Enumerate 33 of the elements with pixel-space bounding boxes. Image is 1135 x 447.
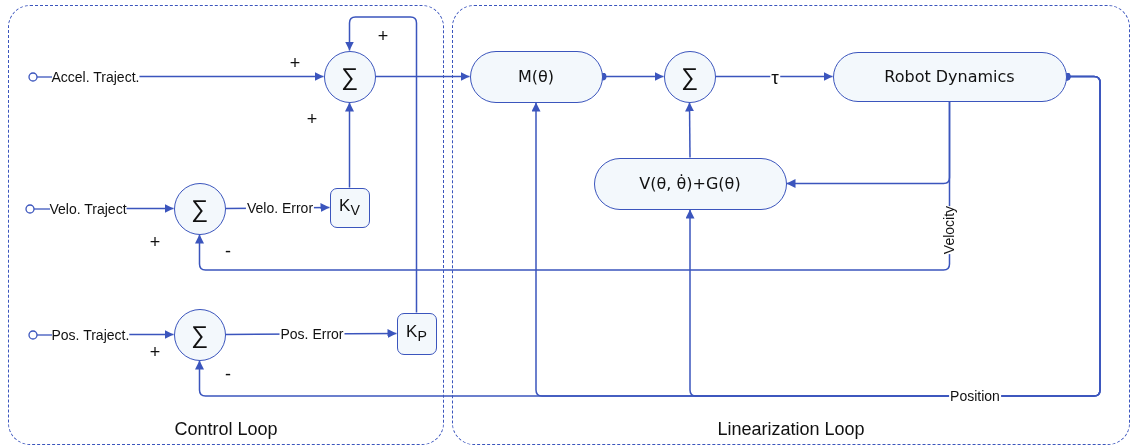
sign-label: + (149, 343, 161, 361)
edge-label: Velocity (941, 205, 959, 255)
summing-junction: ∑ (173, 182, 226, 235)
summing-junction: ∑ (663, 50, 716, 103)
process-block: M(θ) (469, 50, 603, 103)
arrow (195, 72, 1101, 397)
sign-label: - (225, 365, 231, 383)
arrow (125, 204, 175, 213)
sign-label: - (225, 242, 231, 260)
arrow (714, 72, 834, 81)
group-title: Control Loop (173, 419, 279, 440)
sign-label: + (306, 110, 318, 128)
summing-junction: ∑ (323, 50, 376, 103)
group-title: Linearization Loop (716, 419, 866, 440)
sign-label: + (149, 233, 161, 251)
input-label: Velo. Traject (49, 198, 127, 219)
input-label: Accel. Traject. (51, 66, 140, 87)
arrow (195, 100, 951, 271)
arrow (128, 330, 175, 339)
sign-label: + (289, 54, 301, 72)
gain-block: K$_{P}$ (396, 312, 437, 355)
arrow (345, 16, 418, 314)
summing-junction: ∑ (173, 308, 226, 361)
process-block: Robot Dynamics (832, 51, 1067, 102)
sign-label: + (377, 27, 389, 45)
process-block: V(θ, θ̇)+G(θ) (593, 157, 787, 210)
arrow (138, 72, 325, 81)
dashed-loop-frame (452, 5, 1130, 445)
arrow (685, 101, 695, 159)
arrow (345, 101, 354, 189)
input-label: Pos. Traject. (51, 324, 130, 345)
gain-block: K$_{V}$ (329, 187, 370, 228)
arrow (374, 72, 471, 81)
